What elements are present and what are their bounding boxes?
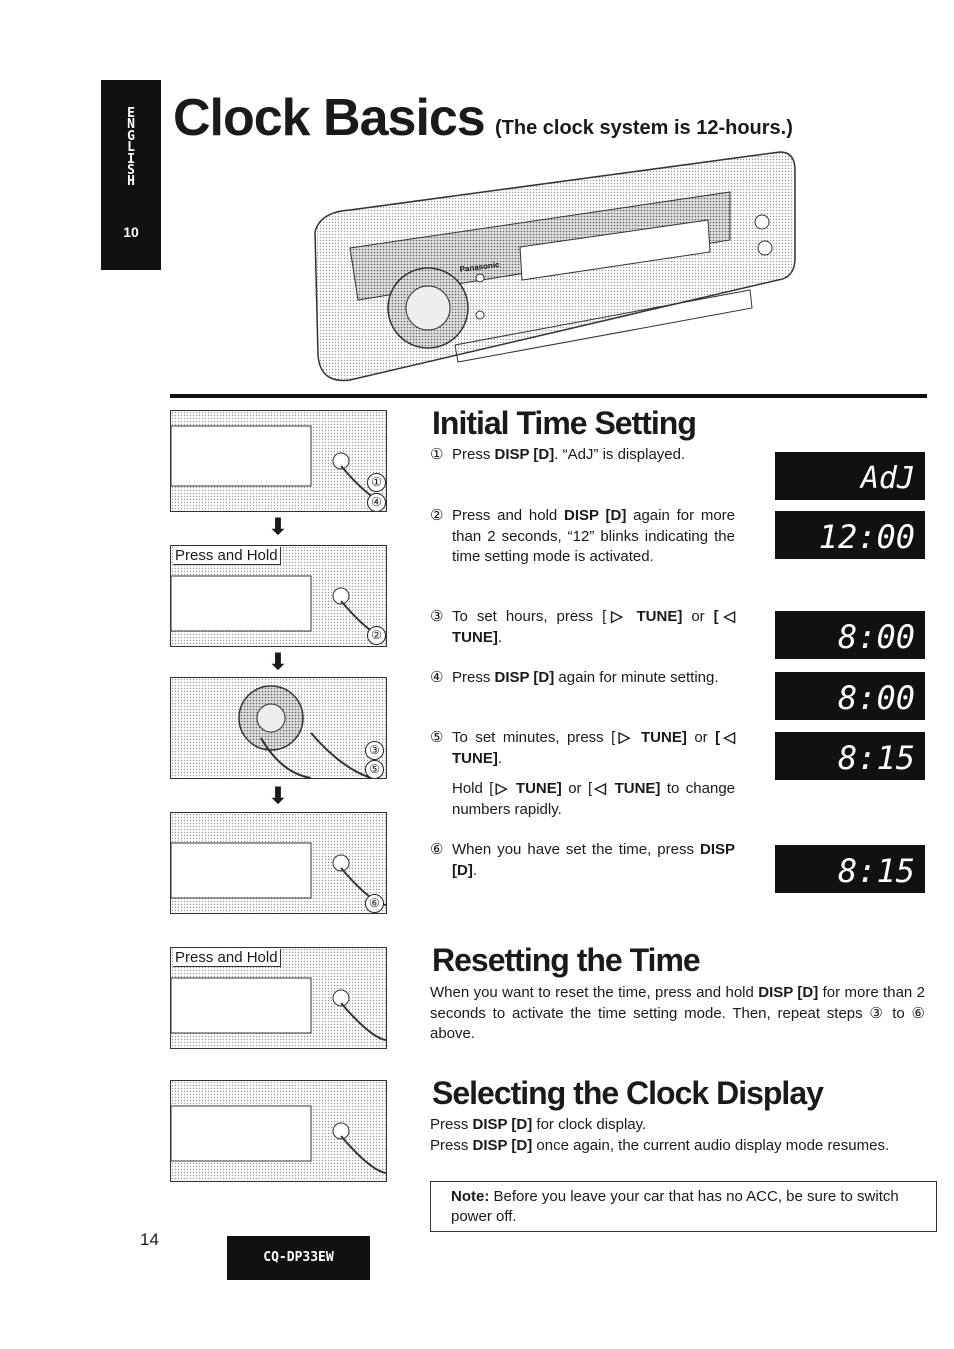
svg-text:AdJ: AdJ [859,461,915,496]
selecting-text: Press DISP [D] for clock display. Press … [430,1116,890,1154]
svg-text:8:00: 8:00 [838,679,915,717]
step-5-hold-tip: Hold [▷ TUNE] or [◁ TUNE] to change numb… [452,780,736,818]
thumbnail-step-1: ① ④ [170,410,387,512]
lcd-display-8-00-blink: 8:00 [775,611,925,659]
down-arrow-icon: ⬇ [268,514,288,539]
model-number: CQ-DP33EW [227,1236,370,1280]
lcd-display-8-15-blink: 8:15 [775,732,925,780]
thumbnail-step-3: ③ ⑤ [170,677,387,779]
lcd-display-8-15: 8:15 [775,845,925,893]
note-text: Before you leave your car that has no AC… [451,1188,899,1225]
resetting-heading: Resetting the Time [432,942,701,978]
page-subtitle: (The clock system is 12-hours.) [495,117,793,139]
thumbnail-step-6: ⑥ [170,812,387,914]
thumbnail-reset: Press and Hold [170,947,387,1049]
section-divider [170,394,927,398]
lcd-display-8-00: 8:00 [775,672,925,720]
press-and-hold-label: Press and Hold [173,547,281,565]
selecting-heading: Selecting the Clock Display [432,1075,824,1111]
thumbnail-step-2: Press and Hold ② [170,545,387,647]
note-box: Note: Before you leave your car that has… [430,1181,937,1232]
down-arrow-icon: ⬇ [268,649,288,674]
page-title: Clock Basics [173,89,486,147]
initial-time-setting-heading: Initial Time Setting [432,405,697,441]
press-and-hold-label: Press and Hold [173,949,281,967]
svg-text:8:15: 8:15 [838,852,915,890]
svg-text:12:00: 12:00 [819,518,915,556]
page-number: 14 [140,1230,159,1249]
note-label: Note: [451,1188,490,1205]
head-unit-illustration: Panasonic [310,140,800,390]
language-tab-number: 10 [123,224,139,240]
thumbnail-clock-display [170,1080,387,1182]
lcd-display-adj: AdJ [775,452,925,500]
lcd-display-12-00: 12:00 [775,511,925,559]
svg-text:8:00: 8:00 [838,618,915,656]
down-arrow-icon: ⬇ [268,783,288,808]
resetting-text: When you want to reset the time, press a… [430,984,925,1042]
svg-text:8:15: 8:15 [838,739,915,777]
